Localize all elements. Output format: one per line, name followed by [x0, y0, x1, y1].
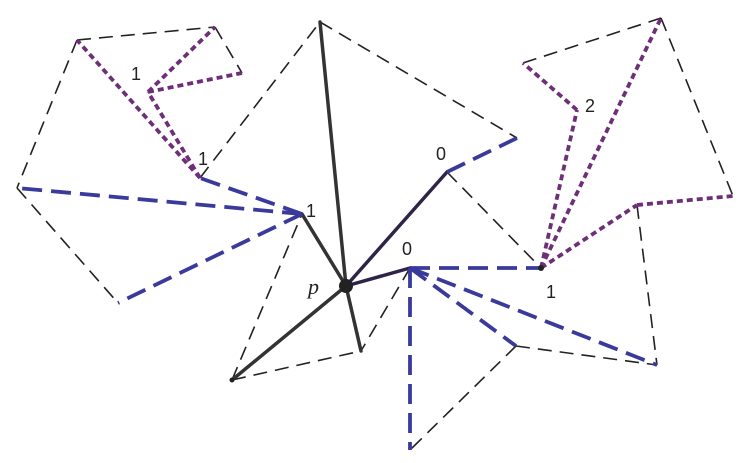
purple-edge [75, 38, 202, 180]
purple-edge [636, 194, 734, 207]
blue-edge [117, 212, 303, 305]
blue-dashed-edges [16, 136, 658, 450]
label-center-0: 0 [402, 239, 412, 259]
blue-edge [16, 186, 303, 216]
outline-edge [319, 21, 518, 139]
outline-edge [409, 345, 517, 451]
node-p [339, 279, 353, 293]
purple-dotted-edges [75, 17, 734, 270]
outline-edge [199, 21, 321, 179]
outline-edge [660, 17, 734, 197]
label-left-node-1: 1 [306, 201, 316, 221]
purple-edge [539, 17, 663, 269]
blue-edge [409, 266, 658, 367]
tree-edge [344, 284, 363, 353]
tree-edge [344, 266, 412, 288]
tree-edge [318, 20, 348, 288]
outline-edge [16, 39, 78, 189]
purple-edge [146, 91, 202, 179]
outline-edge [231, 213, 303, 381]
outline-edge [16, 187, 119, 304]
solid-tree-edges [230, 20, 449, 382]
nodes [229, 265, 544, 383]
tree-edge [300, 212, 348, 288]
outline-edge [231, 350, 362, 381]
purple-edge [146, 25, 217, 94]
outline-edge [522, 17, 662, 64]
tree-edge [230, 284, 348, 382]
label-left-mid-1: 1 [198, 149, 208, 169]
outline-edge [446, 171, 542, 269]
label-upper-0: 0 [436, 144, 446, 164]
node-small [229, 377, 235, 383]
blue-edge [199, 176, 303, 216]
outline-edge [636, 204, 658, 366]
tree-edge [344, 170, 449, 288]
label-right-1: 1 [546, 282, 556, 302]
blue-edge [446, 136, 518, 174]
outline-edge [76, 26, 216, 41]
purple-edge [539, 109, 579, 269]
blue-edge [408, 266, 518, 348]
label-left-top-1: 1 [131, 64, 141, 84]
purple-edge [521, 61, 579, 112]
outline-edge [515, 345, 658, 366]
outline-edge [360, 267, 411, 352]
purple-edge [539, 203, 639, 270]
label-right-2: 2 [585, 96, 595, 116]
label-p: p [306, 274, 319, 299]
dashed-outline-edges [16, 17, 734, 451]
purple-edge [147, 71, 243, 94]
node-small [538, 265, 544, 271]
outline-edge [214, 26, 243, 74]
